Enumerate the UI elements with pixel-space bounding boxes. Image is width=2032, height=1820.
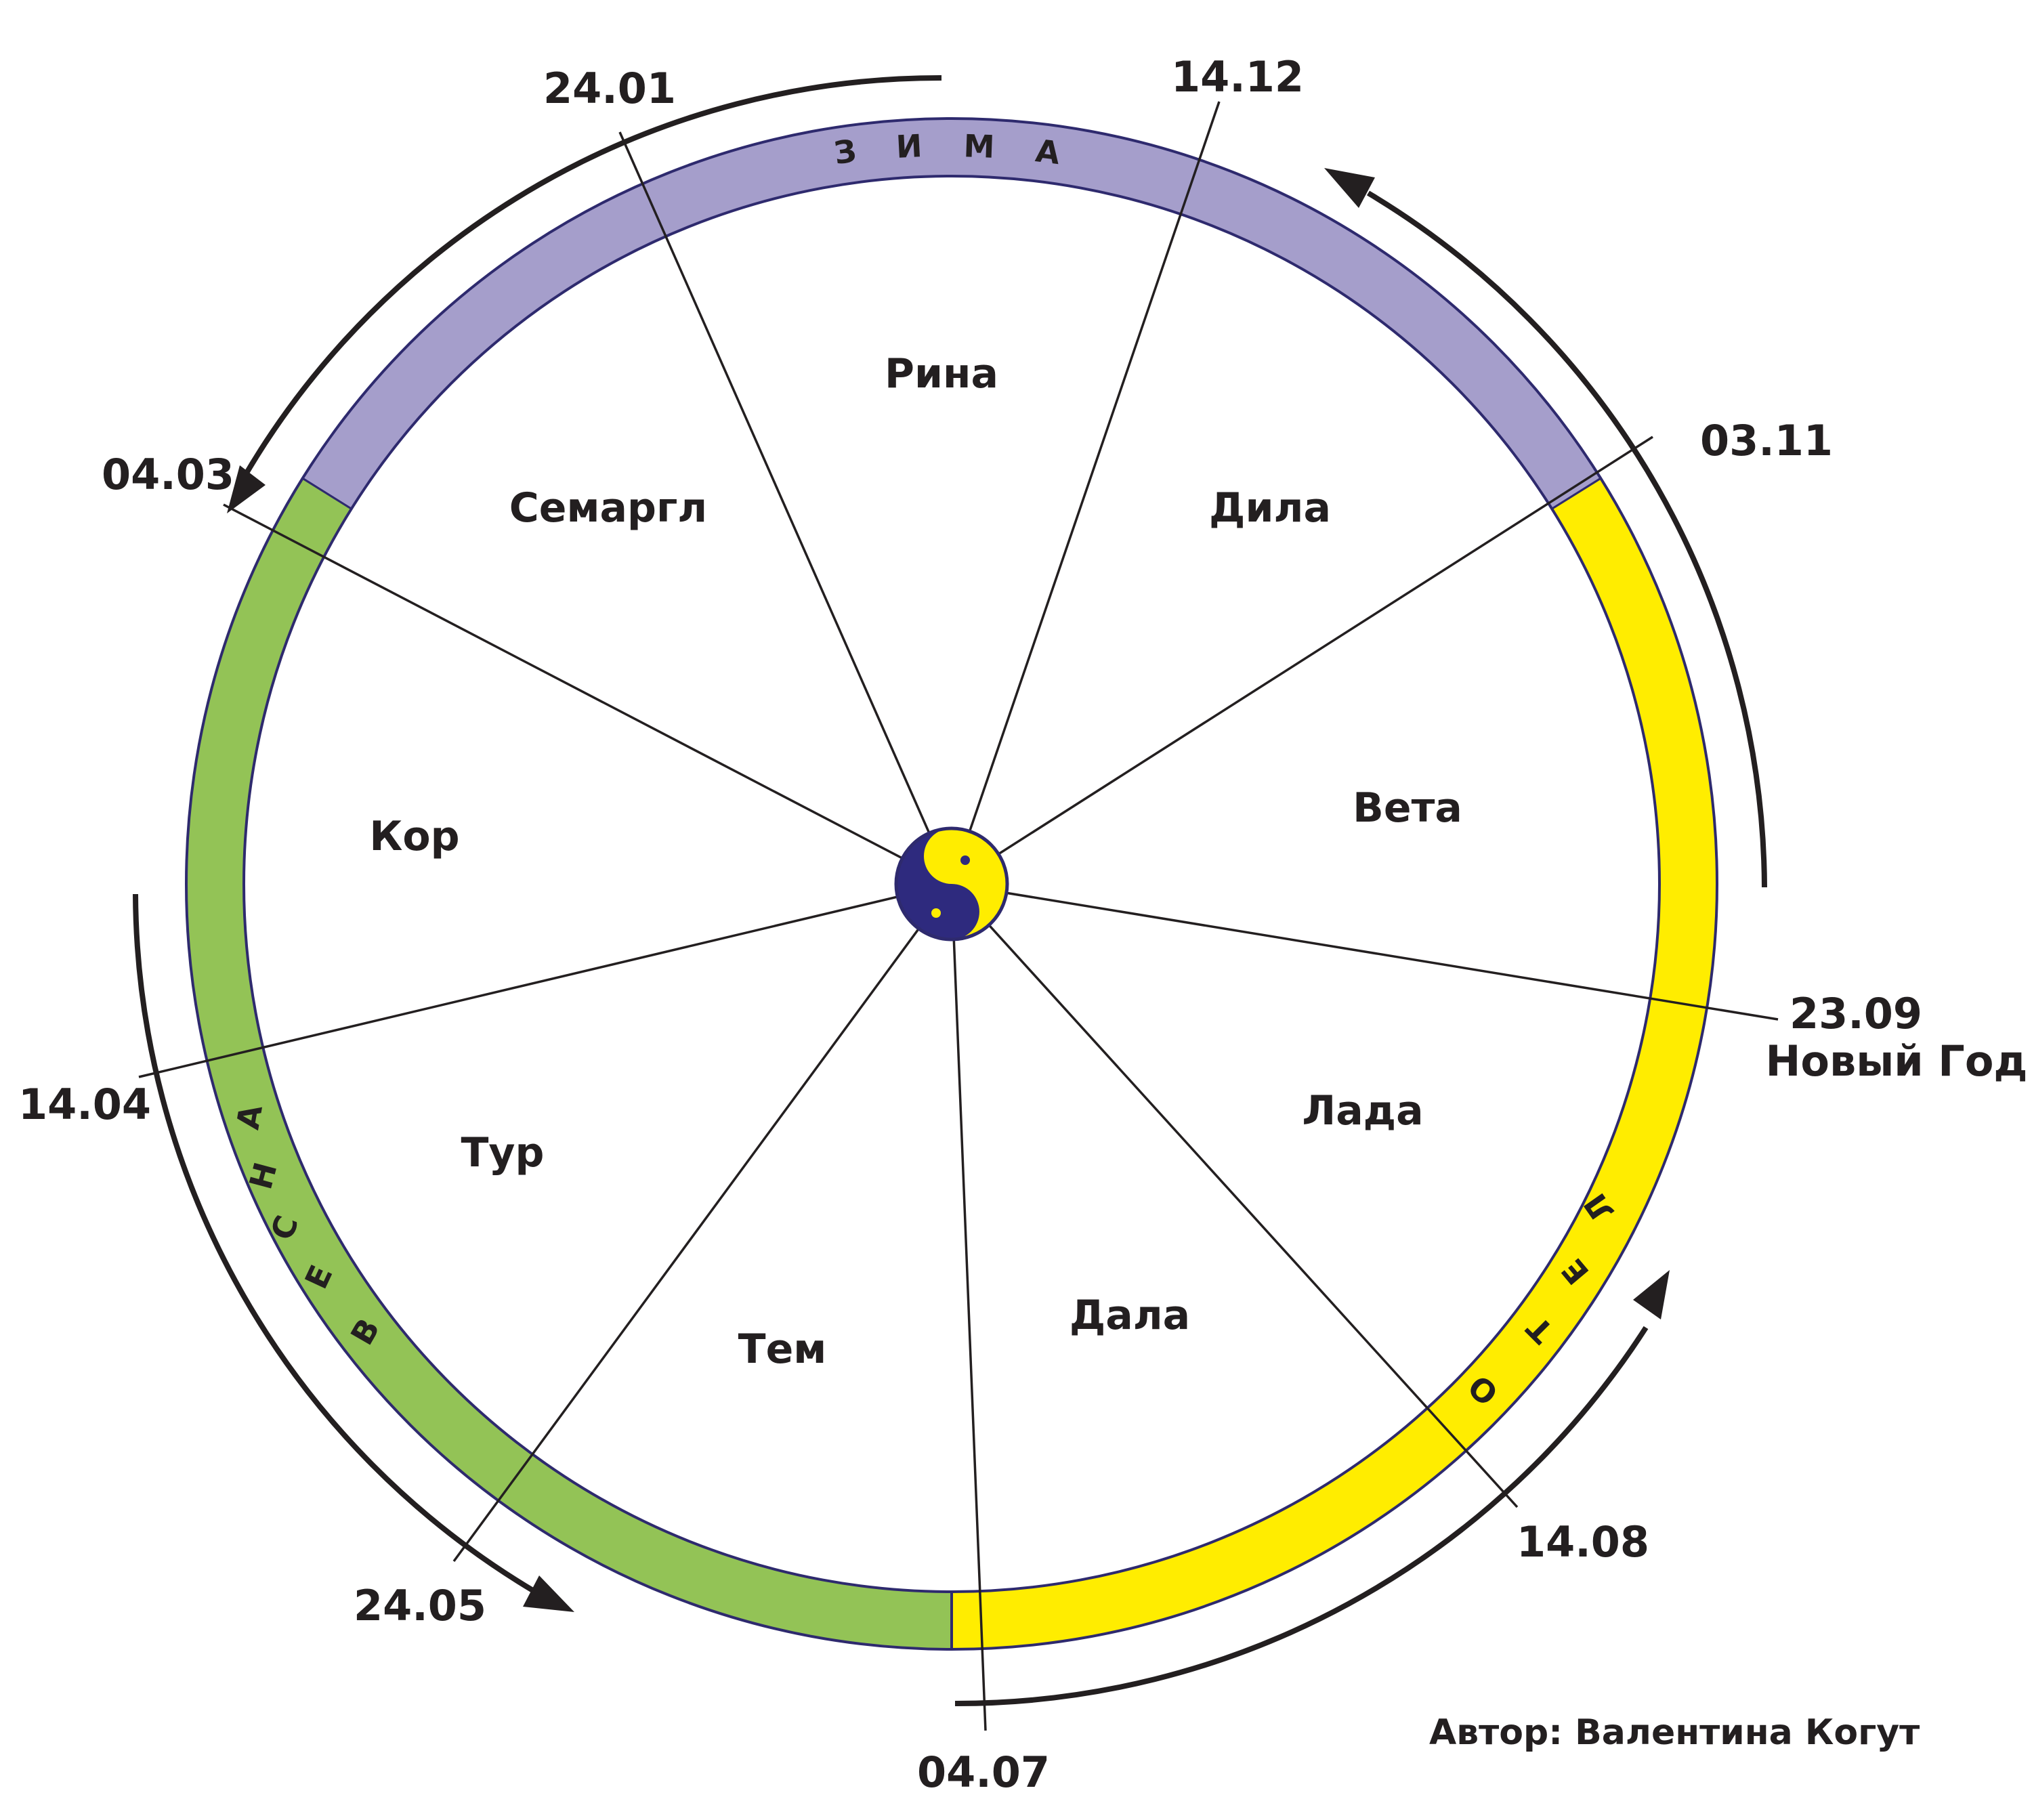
yin-yang-dot-yang (931, 908, 941, 918)
summer-ring-segment (950, 477, 1718, 1651)
divider-line-14-08 (950, 883, 1519, 1508)
direction-arrows (133, 75, 1767, 1707)
arrow-head-summer (1633, 1270, 1670, 1319)
divider-line-24-01 (618, 131, 953, 885)
yin-yang-outline (894, 826, 1009, 941)
autumn-arrow-arc (1366, 190, 1767, 888)
divider-lines (138, 101, 1779, 1731)
date-label-14-04: 14.04 (18, 1080, 151, 1129)
period-label-semargl: Семаргл (509, 484, 708, 532)
divider-line-23-09 (951, 883, 1779, 1021)
divider-line-04-03 (223, 503, 952, 885)
spring-arrow-arc (133, 893, 537, 1594)
date-label-14-12: 14.12 (1171, 52, 1304, 102)
winter-arrow-arc (241, 75, 942, 480)
period-label-dila: Дила (1209, 484, 1331, 532)
season-ring (185, 117, 1718, 1651)
winter-letter-4: А (1034, 132, 1062, 171)
date-label-23-09: 23.09 (1790, 989, 1922, 1038)
period-label-veta: Вета (1353, 784, 1462, 832)
divider-line-04-07 (950, 883, 987, 1731)
period-label-tem: Тем (738, 1326, 827, 1373)
date-labels: 14.12 03.11 23.09 Новый Год 14.08 04.07 … (18, 52, 2028, 1797)
yin-yang-icon (894, 826, 1009, 941)
date-label-24-05: 24.05 (354, 1581, 486, 1630)
arrow-head-spring (523, 1575, 574, 1612)
winter-letter-3: М (963, 127, 996, 165)
period-label-tur: Тур (461, 1129, 545, 1177)
date-label-14-08: 14.08 (1517, 1517, 1649, 1567)
yin-yang-yin-half (896, 828, 979, 939)
summer-arrow-arc (954, 1326, 1649, 1707)
date-label-04-07: 04.07 (917, 1748, 1050, 1797)
arrow-head-winter (227, 465, 266, 513)
date-label-04-03: 04.03 (102, 450, 234, 499)
winter-letter-1: З (832, 132, 859, 171)
period-label-dala: Дала (1070, 1292, 1190, 1339)
new-year-label: Новый Год (1766, 1036, 2028, 1086)
divider-line-14-04 (138, 883, 952, 1078)
spring-ring-segment (185, 477, 953, 1651)
divider-line-14-12 (950, 101, 1221, 885)
winter-letter-2: И (895, 127, 923, 165)
period-label-kor: Кор (369, 813, 459, 860)
yin-yang-dot-yin (960, 855, 970, 865)
divider-line-24-05 (452, 883, 953, 1563)
period-label-rina: Рина (885, 350, 998, 398)
arrow-head-autumn (1324, 168, 1375, 208)
divider-line-03-11 (951, 436, 1653, 885)
period-labels: Рина Дила Вета Лада Дала Тем Тур Кор Сем… (369, 350, 1462, 1373)
date-label-24-01: 24.01 (543, 64, 676, 113)
author-credit: Автор: Валентина Когут (1429, 1712, 1920, 1753)
period-label-lada: Лада (1302, 1087, 1423, 1135)
arrow-heads (227, 168, 1670, 1612)
date-label-03-11: 03.11 (1700, 416, 1833, 465)
